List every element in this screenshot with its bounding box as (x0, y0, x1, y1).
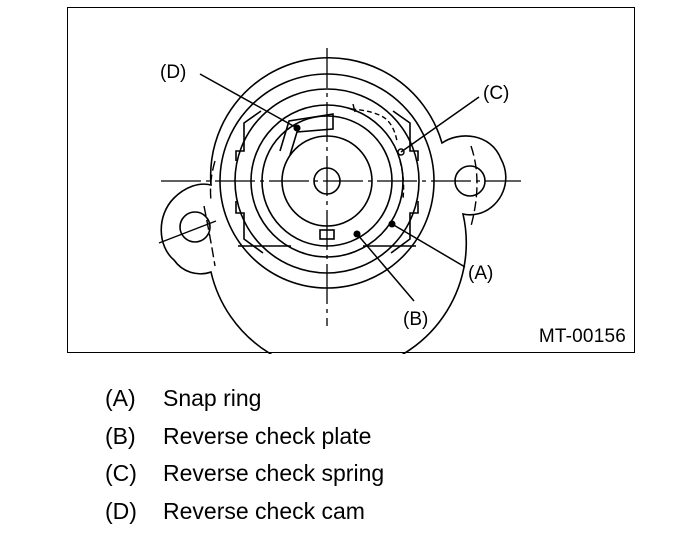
center-lines (158, 48, 521, 326)
legend-description: Reverse check spring (163, 460, 385, 487)
callout-c: (C) (483, 83, 509, 104)
legend-row: (C) Reverse check spring (105, 455, 525, 493)
legend-description: Reverse check plate (163, 422, 372, 449)
legend-key: (C) (105, 460, 137, 487)
legend-description: Snap ring (163, 385, 262, 412)
reverse-check-assembly-drawing: (D) (C) (A) (B) (158, 48, 521, 354)
leader-lines (199, 73, 480, 302)
left-bolt-hole (179, 211, 211, 243)
center-arcs (203, 145, 478, 267)
leader-a (391, 223, 466, 268)
legend-key: (D) (105, 497, 137, 524)
legend-row: (D) Reverse check cam (105, 493, 525, 531)
callout-d: (D) (160, 62, 186, 83)
legend-key: (B) (105, 422, 136, 449)
figure-id: MT-00156 (538, 326, 626, 347)
figure-frame: (D) (C) (A) (B) MT-00156 (67, 7, 635, 354)
housing-outline (160, 56, 507, 354)
spring-hook (352, 103, 405, 156)
callout-b: (B) (403, 309, 428, 330)
legend-row: (B) Reverse check plate (105, 418, 525, 456)
legend-key: (A) (105, 385, 136, 412)
reverse-check-spring (350, 108, 405, 200)
legend-description: Reverse check cam (163, 497, 365, 524)
leader-c (400, 96, 480, 153)
reverse-check-cam-shape (279, 113, 335, 240)
leader-b (356, 233, 415, 302)
housing-tabs (235, 110, 419, 254)
leader-d (199, 73, 298, 129)
parts-legend: (A) Snap ring (B) Reverse check plate (C… (105, 380, 525, 530)
callout-a: (A) (468, 263, 493, 284)
legend-row: (A) Snap ring (105, 380, 525, 418)
